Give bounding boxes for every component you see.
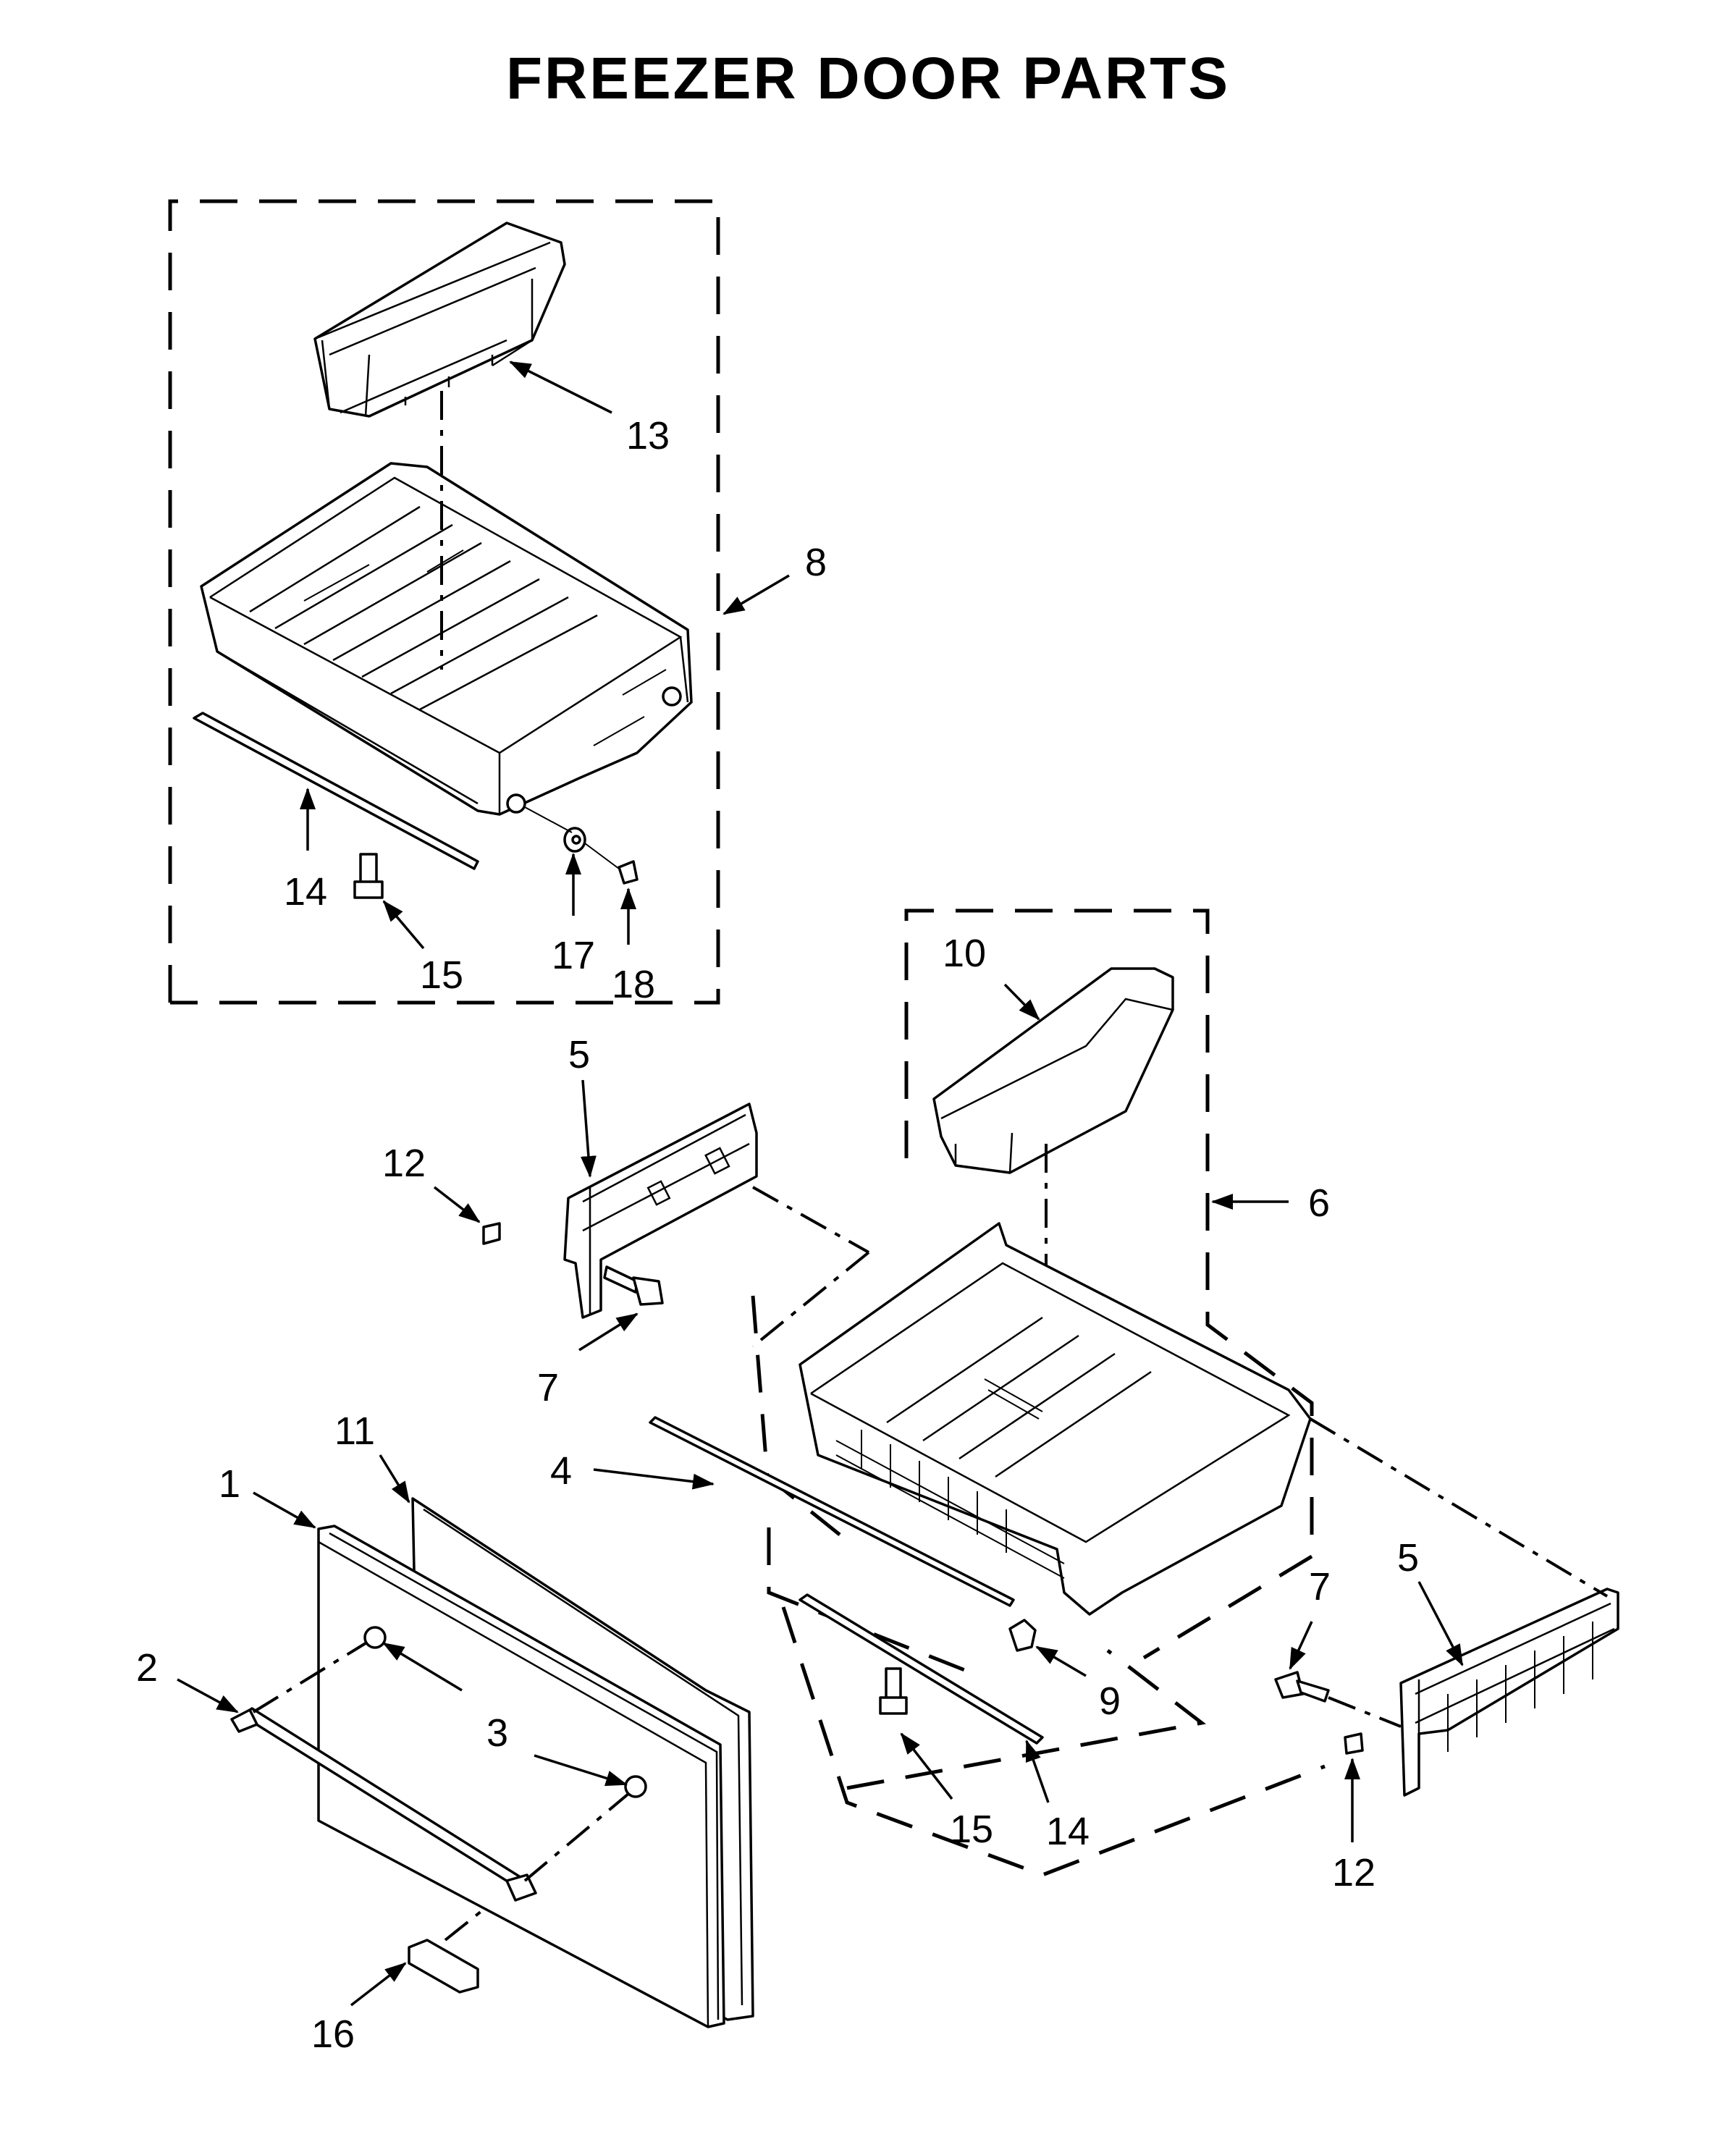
part-2-handle <box>230 1707 537 1902</box>
callout-5-arrow-right <box>1417 1581 1464 1666</box>
callout-16-arrow <box>350 1962 407 2007</box>
callout-label-7-right: 7 <box>1309 1565 1331 1609</box>
callout-7-arrow-right <box>1289 1621 1313 1670</box>
callout-label-13: 13 <box>626 414 670 458</box>
callout-label-9: 9 <box>1099 1679 1121 1723</box>
callout-15-arrow-lower <box>900 1732 953 1800</box>
callout-label-10: 10 <box>943 932 986 975</box>
diagram-title: FREEZER DOOR PARTS <box>505 46 1231 111</box>
callout-label-18: 18 <box>612 963 655 1006</box>
part-15-screw-upper <box>353 853 384 899</box>
part-5-slide-left <box>563 1103 758 1319</box>
callout-label-11: 11 <box>334 1409 375 1453</box>
part-17-washer <box>563 827 586 853</box>
callout-14-arrow-lower <box>1025 1740 1050 1803</box>
callout-11-arrow <box>379 1454 410 1504</box>
part-12-clip-left <box>482 1222 501 1245</box>
callout-label-8: 8 <box>805 541 827 584</box>
part-18-pin <box>618 860 639 885</box>
part-8-basket <box>200 462 693 816</box>
callout-label-7-left: 7 <box>537 1366 559 1409</box>
callout-1-arrow <box>253 1491 316 1529</box>
callout-label-4: 4 <box>550 1449 572 1493</box>
part-6-basket <box>799 1222 1312 1616</box>
callout-label-2: 2 <box>136 1646 158 1690</box>
part-1-door <box>317 1525 725 2028</box>
callout-label-5-left: 5 <box>568 1033 590 1076</box>
part-3-mount-upper <box>363 1626 387 1649</box>
callout-label-1: 1 <box>219 1462 240 1506</box>
callout-label-3: 3 <box>486 1711 508 1755</box>
part-4-rail <box>649 1416 1015 1607</box>
callout-7-arrow-left <box>578 1312 639 1352</box>
part-12-clip-right <box>1344 1732 1364 1755</box>
part-5-slide-right <box>1399 1588 1619 1797</box>
callout-label-6: 6 <box>1308 1181 1330 1225</box>
callout-4-arrow <box>593 1468 715 1490</box>
part-15-screw-lower <box>879 1667 908 1715</box>
part-10-bin <box>932 967 1174 1174</box>
part-14-rail-upper <box>193 712 479 870</box>
callout-10-arrow <box>1003 983 1040 1021</box>
part-16-badge <box>408 1939 479 1994</box>
callout-5-arrow-left <box>580 1079 597 1178</box>
callout-label-14-lower: 14 <box>1046 1810 1090 1853</box>
callout-15-arrow <box>382 900 425 950</box>
callout-13-arrow <box>509 361 612 414</box>
callout-8-arrow <box>722 574 790 615</box>
callout-label-16: 16 <box>311 2012 355 2056</box>
part-14-rail-lower <box>799 1593 1044 1745</box>
callout-label-12-left: 12 <box>382 1142 426 1185</box>
callout-label-12-right: 12 <box>1332 1851 1375 1894</box>
assembly-8-dashed-boundary <box>168 199 720 1005</box>
callout-label-17: 17 <box>552 934 595 977</box>
callout-label-14: 14 <box>284 870 327 914</box>
part-13-bin <box>313 222 566 418</box>
callout-label-15: 15 <box>420 953 463 997</box>
callout-12-arrow-left <box>433 1186 481 1223</box>
callout-label-15-lower: 15 <box>950 1808 993 1851</box>
callout-9-arrow <box>1035 1645 1087 1677</box>
callout-3-arrow-upper <box>382 1642 463 1692</box>
part-7-bolt-left <box>603 1265 664 1306</box>
callout-3-arrow-lower <box>534 1754 628 1787</box>
part-9-cap <box>1008 1619 1037 1652</box>
part-7-bolt-right <box>1274 1671 1330 1703</box>
part-3-mount-lower <box>624 1775 647 1798</box>
callout-2-arrow <box>177 1678 239 1713</box>
callout-label-5-right: 5 <box>1397 1536 1419 1580</box>
